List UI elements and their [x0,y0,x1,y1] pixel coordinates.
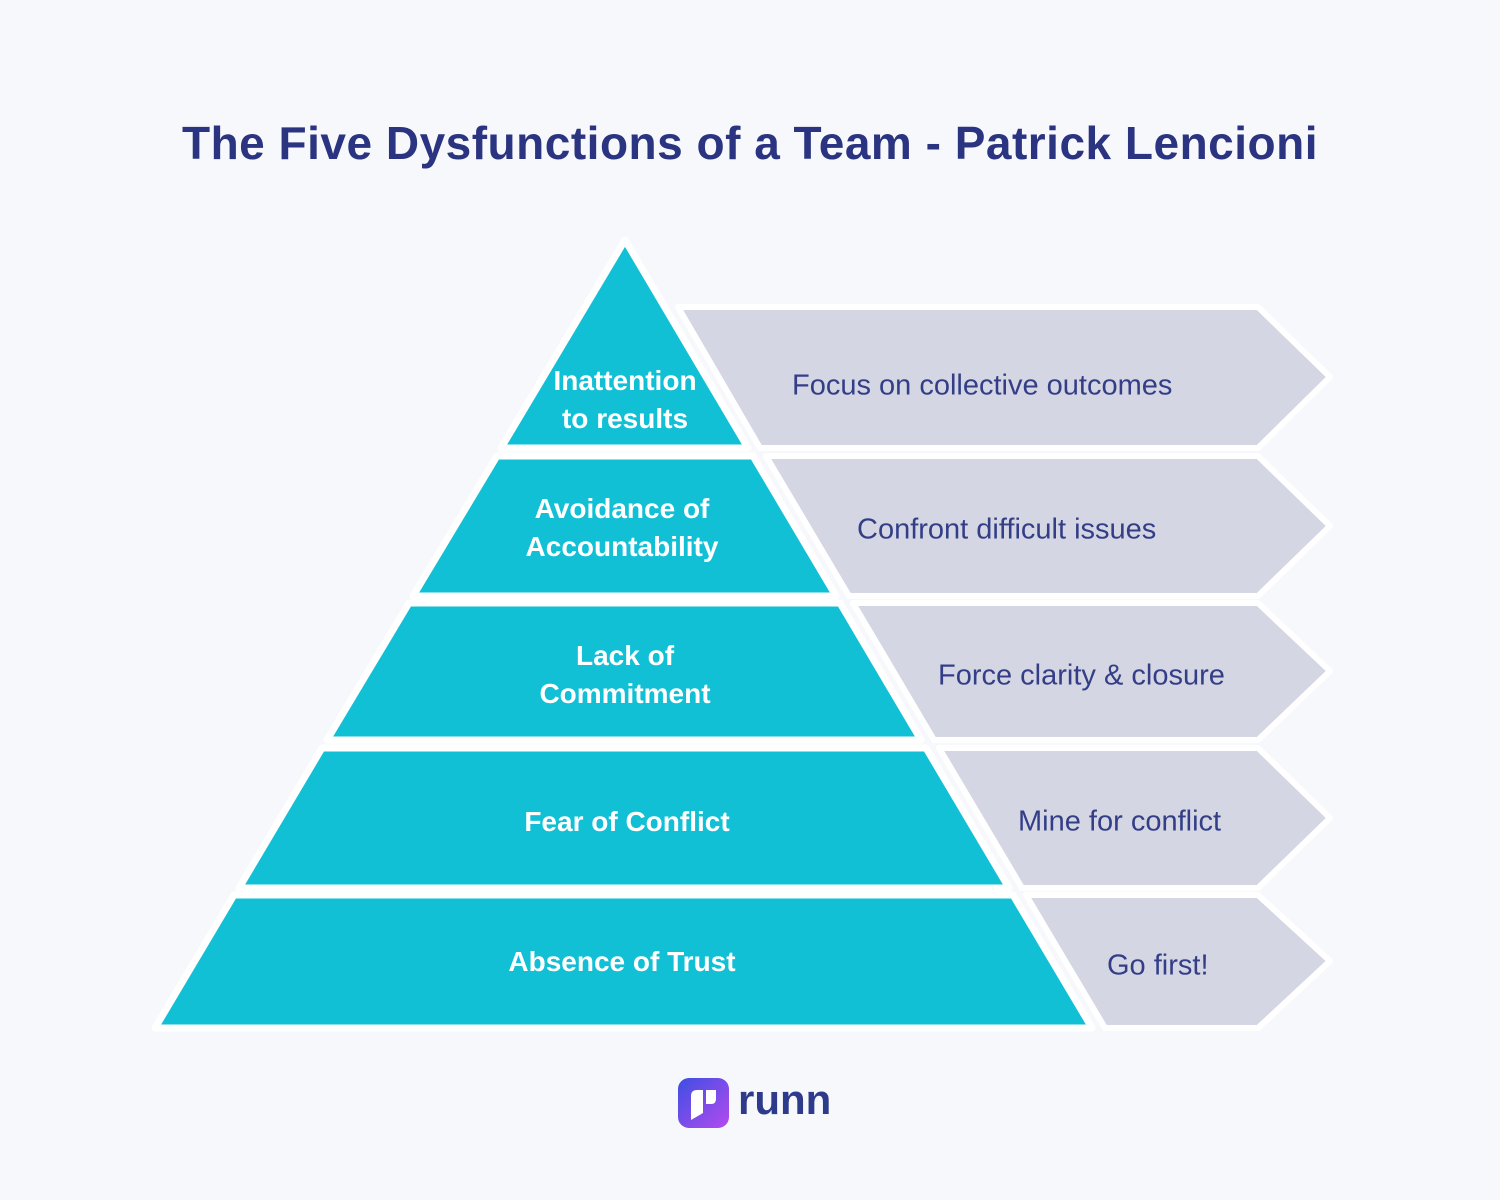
logo-tile [678,1078,729,1128]
pyramid-level-1-shape [497,236,752,452]
runn-wordmark: runn [738,1076,832,1123]
arrow-label-3: Force clarity & closure [938,659,1225,692]
pyramid-level-5-label: Absence of Trust [508,945,736,977]
page-title: The Five Dysfunctions of a Team - Patric… [181,117,1319,169]
r-glyph-arm [706,1090,716,1104]
arrow-label-4: Mine for conflict [1018,805,1222,838]
arrow-label-5: Go first! [1107,949,1209,982]
pyramid-level-3-shape [323,599,925,744]
arrow-shape-3 [850,600,1333,743]
arrow-shape-1 [675,304,1333,451]
arrow-shape-5 [1023,892,1333,1031]
r-glyph-stem [691,1090,703,1120]
pyramid-level-4-label: Fear of Conflict [524,805,730,837]
arrow-shape-2 [763,453,1333,599]
runn-logo-icon [678,1078,729,1128]
pyramid-level-1-label: Inattention to results [553,364,697,434]
arrow-label-2: Confront difficult issues [857,513,1157,546]
pyramid-level-3-label: Lack of Commitment [539,639,711,709]
arrow-label-1: Focus on collective outcomes [792,369,1173,402]
pyramid-level-2-shape [409,452,840,600]
pyramid-level-2-label: Avoidance of Accountability [525,492,719,562]
arrow-shape-4 [936,745,1333,891]
pyramid-level-4-shape [235,744,1013,892]
runn-logo: runn [678,1076,832,1128]
pyramid-level-5-shape [151,891,1096,1032]
